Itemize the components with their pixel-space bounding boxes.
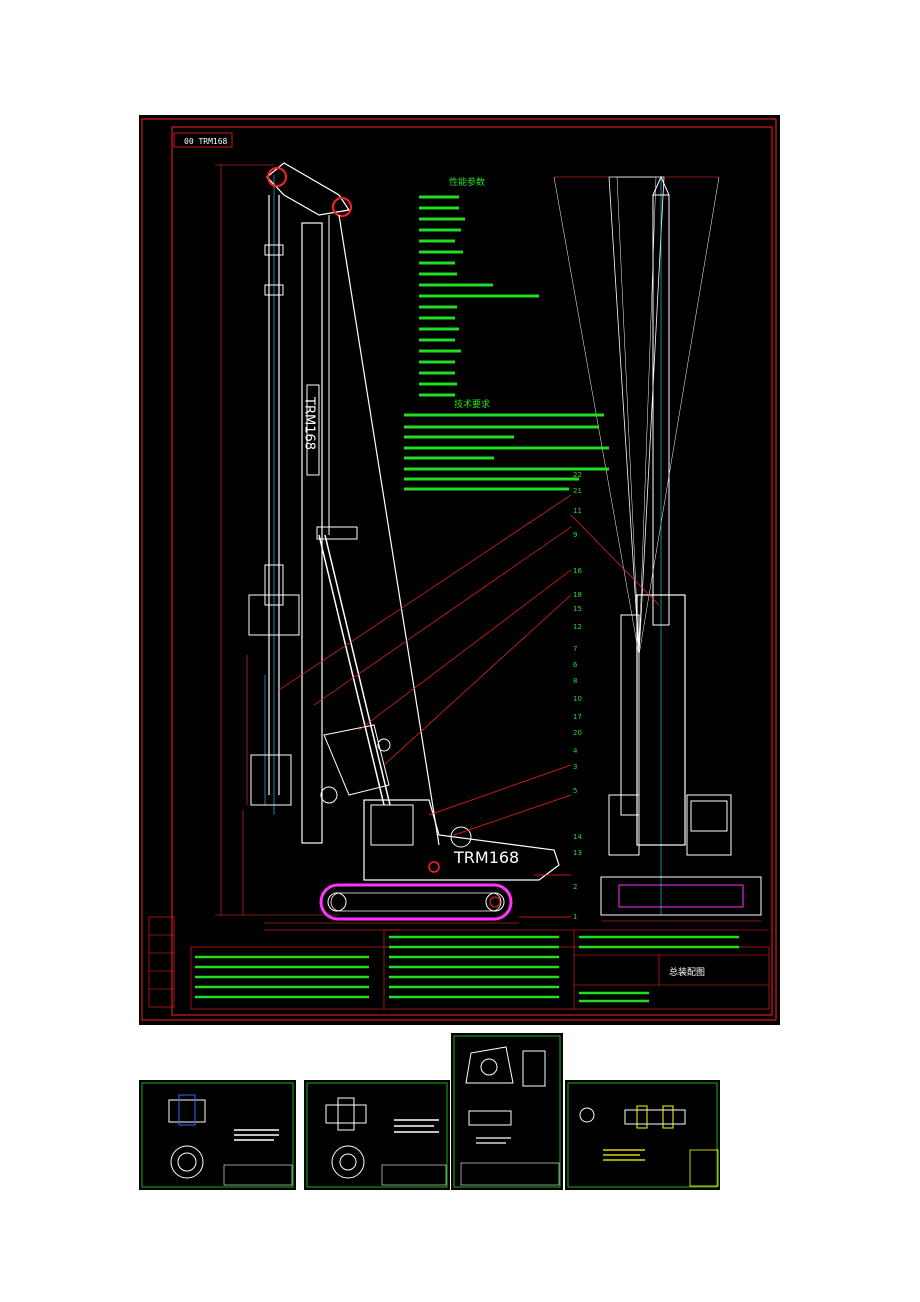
tech-lines: [404, 413, 609, 491]
callout: 22: [573, 471, 582, 479]
callout: 12: [573, 623, 582, 631]
callout-leaders: [278, 494, 660, 918]
title-block: [148, 916, 770, 1010]
mast-side-view: TRM168: [248, 162, 440, 846]
upper-carriage: TRM168: [363, 799, 560, 881]
parts-list-rows: [195, 935, 739, 1003]
inner-frame: [171, 126, 773, 1016]
callout: 5: [573, 787, 577, 795]
ref-box-text: 00 TRM168: [184, 137, 228, 146]
callout: 6: [573, 661, 578, 669]
callout: 15: [573, 605, 582, 613]
callout: 11: [573, 507, 582, 515]
cab-model-label: TRM168: [453, 848, 519, 867]
ref-box: [173, 132, 233, 148]
part-drawing-thumbnail-2: [304, 1080, 450, 1190]
mast-front-view: [553, 175, 762, 922]
outer-frame: [141, 118, 777, 1021]
callout: 21: [573, 487, 582, 495]
crawler-undercarriage: [319, 883, 513, 921]
callout: 17: [573, 713, 582, 721]
callout: 2: [573, 883, 577, 891]
part-drawing-thumbnail-1: [139, 1080, 296, 1190]
main-assembly-drawing: 00 TRM168 TRM168: [139, 115, 780, 1025]
callout: 1: [573, 913, 577, 921]
callout: 13: [573, 849, 582, 857]
part-drawing-thumbnail-4: [565, 1080, 720, 1190]
spec-title: 性能参数: [449, 176, 485, 188]
spec-lines: [419, 195, 539, 397]
part-drawing-thumbnail-3: [451, 1033, 563, 1190]
callout: 18: [573, 591, 582, 599]
callout: 8: [573, 677, 577, 685]
callout: 9: [573, 531, 577, 539]
callout: 7: [573, 645, 577, 653]
callout: 4: [573, 747, 578, 755]
callout-numbers: 22 21 11 9 16 18 15 12 7 6 8 10 17 20 4 …: [573, 471, 582, 921]
callout: 14: [573, 833, 582, 841]
callout: 20: [573, 729, 582, 737]
callout: 16: [573, 567, 582, 575]
callout: 3: [573, 763, 577, 771]
mast-model-label: TRM168: [302, 396, 317, 450]
title-block-name: 总装配图: [669, 966, 705, 978]
callout: 10: [573, 695, 582, 703]
tech-title: 技术要求: [454, 398, 490, 410]
